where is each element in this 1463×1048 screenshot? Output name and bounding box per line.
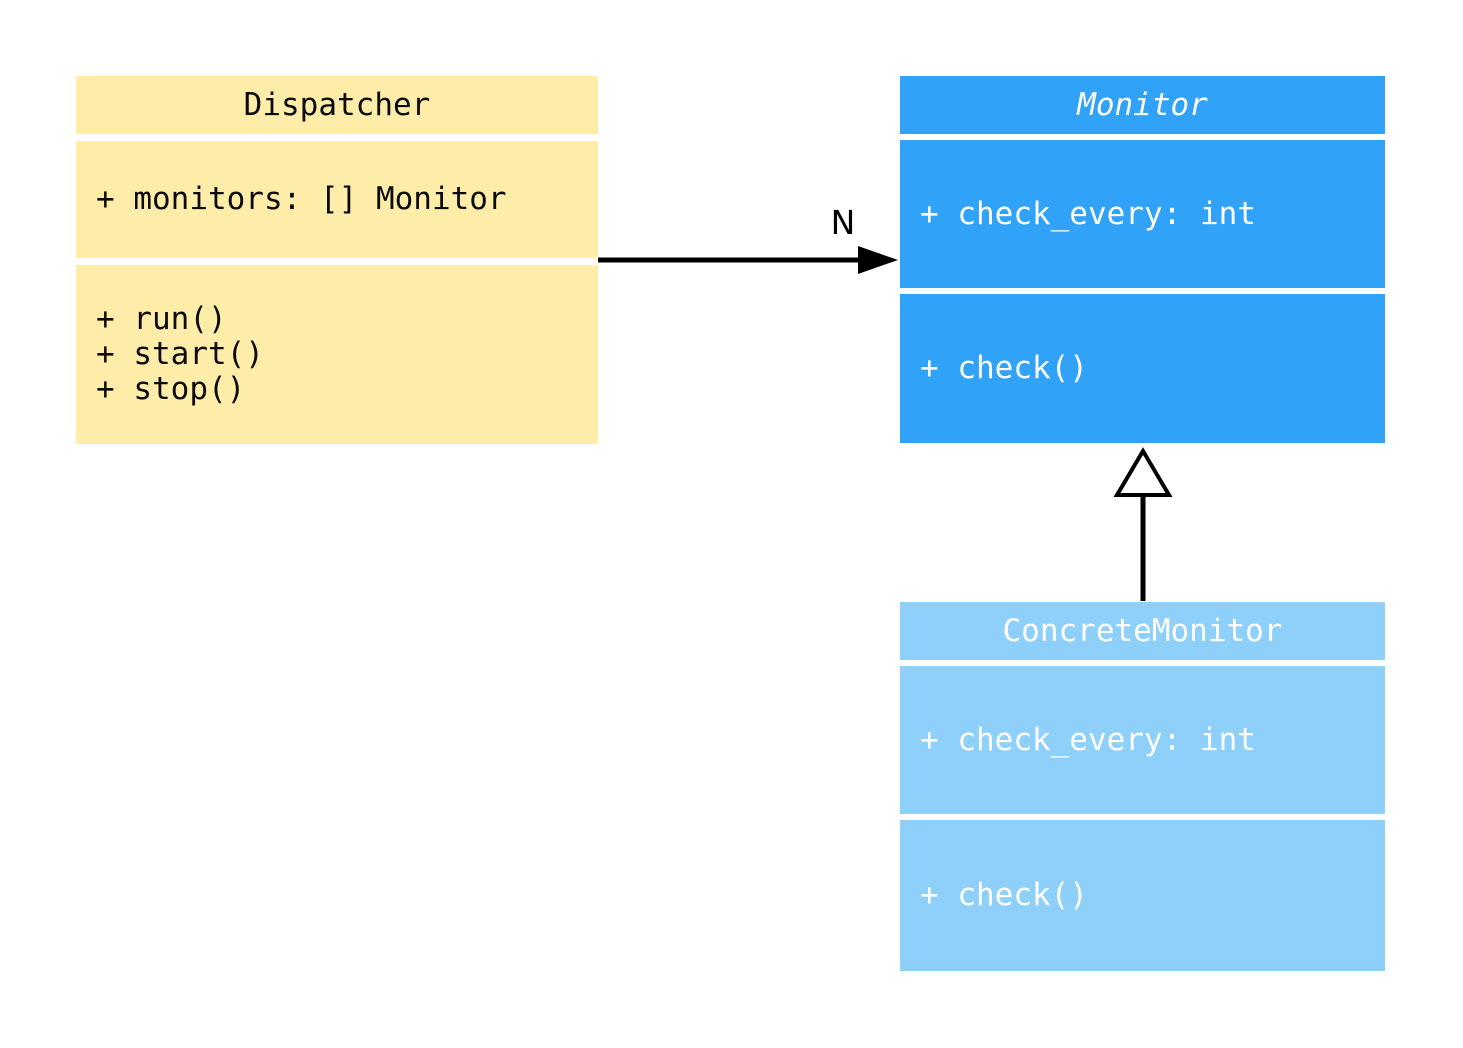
class-title: ConcreteMonitor [900,602,1385,660]
attribute-line: + monitors: [] Monitor [96,181,507,217]
class-title-abstract: Monitor [900,76,1385,134]
method-line: + check() [920,350,1088,386]
class-methods-section: + check() [900,294,1385,443]
class-attributes-section: + check_every: int [900,666,1385,814]
arrowhead-hollow-triangle [1113,447,1173,497]
class-methods-section: + run() + start() + stop() [76,265,598,444]
attribute-line: + check_every: int [920,721,1256,758]
method-line: + start() [96,336,264,372]
class-title: Dispatcher [76,76,598,134]
attribute-line: + check_every: int [920,195,1256,232]
class-box-dispatcher: Dispatcher + monitors: [] Monitor + run(… [76,76,598,444]
class-methods-section: + check() [900,820,1385,971]
method-line: + run() [96,301,227,337]
method-line: + stop() [96,371,246,407]
arrowhead-solid [858,246,898,274]
method-line: + check() [920,877,1088,913]
inheritance-arrow-concretemonitor-to-monitor [1113,447,1173,601]
association-multiplicity-label: N [830,203,856,242]
class-box-monitor: Monitor + check_every: int + check() [900,76,1385,443]
class-attributes-section: + monitors: [] Monitor [76,141,598,258]
association-arrow-dispatcher-to-monitor [598,246,898,274]
class-attributes-section: + check_every: int [900,140,1385,288]
class-box-concrete-monitor: ConcreteMonitor + check_every: int + che… [900,602,1385,971]
